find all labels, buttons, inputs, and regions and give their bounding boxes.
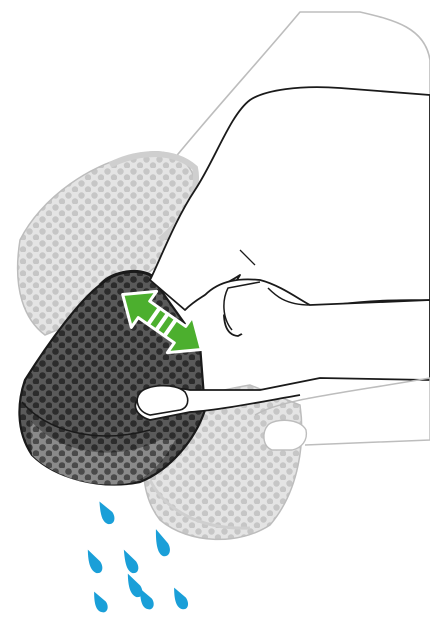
water-droplet-icon xyxy=(153,527,172,558)
water-droplet-icon xyxy=(85,547,104,575)
water-droplet-icon xyxy=(97,499,116,526)
front-hand-icon xyxy=(135,87,430,450)
water-droplet-icon xyxy=(121,547,140,575)
water-droplet-icon xyxy=(91,589,109,614)
water-droplet-icon xyxy=(171,585,189,611)
